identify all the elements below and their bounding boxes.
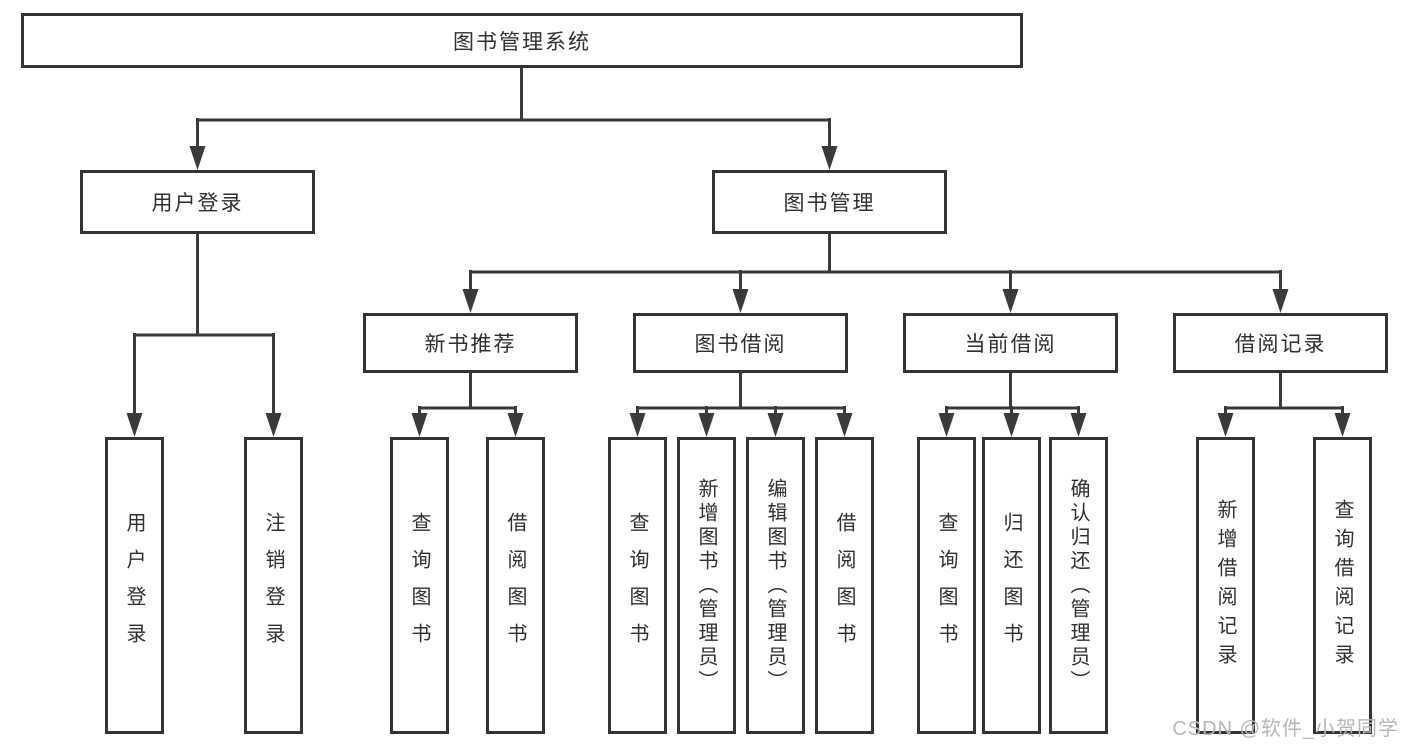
arrowhead-down-icon <box>698 413 715 437</box>
leaf-borrow-books-borrowing: 借阅图书 <box>815 437 874 734</box>
node-new-book-recommendation: 新书推荐 <box>363 313 578 373</box>
arrowhead-down-icon <box>189 146 206 170</box>
connector-current-to-leaves <box>938 373 1087 437</box>
arrowhead-down-icon <box>1070 413 1087 437</box>
arrowhead-down-icon <box>126 413 143 437</box>
connector-book-borrow-to-leaves <box>629 373 853 437</box>
arrowhead-down-icon <box>1272 289 1289 313</box>
leaf-query-borrow-record: 查询借阅记录 <box>1313 437 1372 734</box>
node-current-borrowing: 当前借阅 <box>903 313 1118 373</box>
arrowhead-down-icon <box>821 146 838 170</box>
leaf-user-login: 用户登录 <box>105 437 164 734</box>
connector-new-books-to-leaves <box>411 373 524 437</box>
arrowhead-down-icon <box>836 413 853 437</box>
node-library-management-system: 图书管理系统 <box>21 13 1023 68</box>
arrowhead-down-icon <box>732 289 749 313</box>
arrowhead-down-icon <box>1002 289 1019 313</box>
arrowhead-down-icon <box>1003 413 1020 437</box>
arrowhead-down-icon <box>1217 413 1234 437</box>
arrowhead-down-icon <box>767 413 784 437</box>
leaf-edit-books-admin: 编辑图书（管理员） <box>746 437 805 734</box>
leaf-return-books: 归还图书 <box>982 437 1041 734</box>
arrowhead-down-icon <box>938 413 955 437</box>
arrowhead-down-icon <box>411 413 428 437</box>
leaf-add-books-admin: 新增图书（管理员） <box>677 437 736 734</box>
node-user-login: 用户登录 <box>80 170 315 234</box>
leaf-confirm-return-admin: 确认归还（管理员） <box>1049 437 1108 734</box>
leaf-borrow-books-newbooks: 借阅图书 <box>486 437 545 734</box>
leaf-add-borrow-record: 新增借阅记录 <box>1196 437 1255 734</box>
arrowhead-down-icon <box>1334 413 1351 437</box>
arrowhead-down-icon <box>629 413 646 437</box>
leaf-query-books-current: 查询图书 <box>917 437 976 734</box>
leaf-query-books-borrowing: 查询图书 <box>608 437 667 734</box>
node-book-borrowing: 图书借阅 <box>633 313 848 373</box>
arrowhead-down-icon <box>462 289 479 313</box>
connector-records-to-leaves <box>1217 373 1351 437</box>
connector-user-login-to-leaves <box>126 234 282 437</box>
connector-root-to-level2 <box>189 68 838 170</box>
leaf-query-books-newbooks: 查询图书 <box>390 437 449 734</box>
node-borrowing-records: 借阅记录 <box>1173 313 1388 373</box>
connector-book-mgmt-to-level3 <box>462 234 1289 313</box>
leaf-logout: 注销登录 <box>244 437 303 734</box>
csdn-watermark: CSDN @软件_小贺同学 <box>1172 718 1399 740</box>
node-book-management: 图书管理 <box>712 170 947 234</box>
arrowhead-down-icon <box>507 413 524 437</box>
arrowhead-down-icon <box>265 413 282 437</box>
